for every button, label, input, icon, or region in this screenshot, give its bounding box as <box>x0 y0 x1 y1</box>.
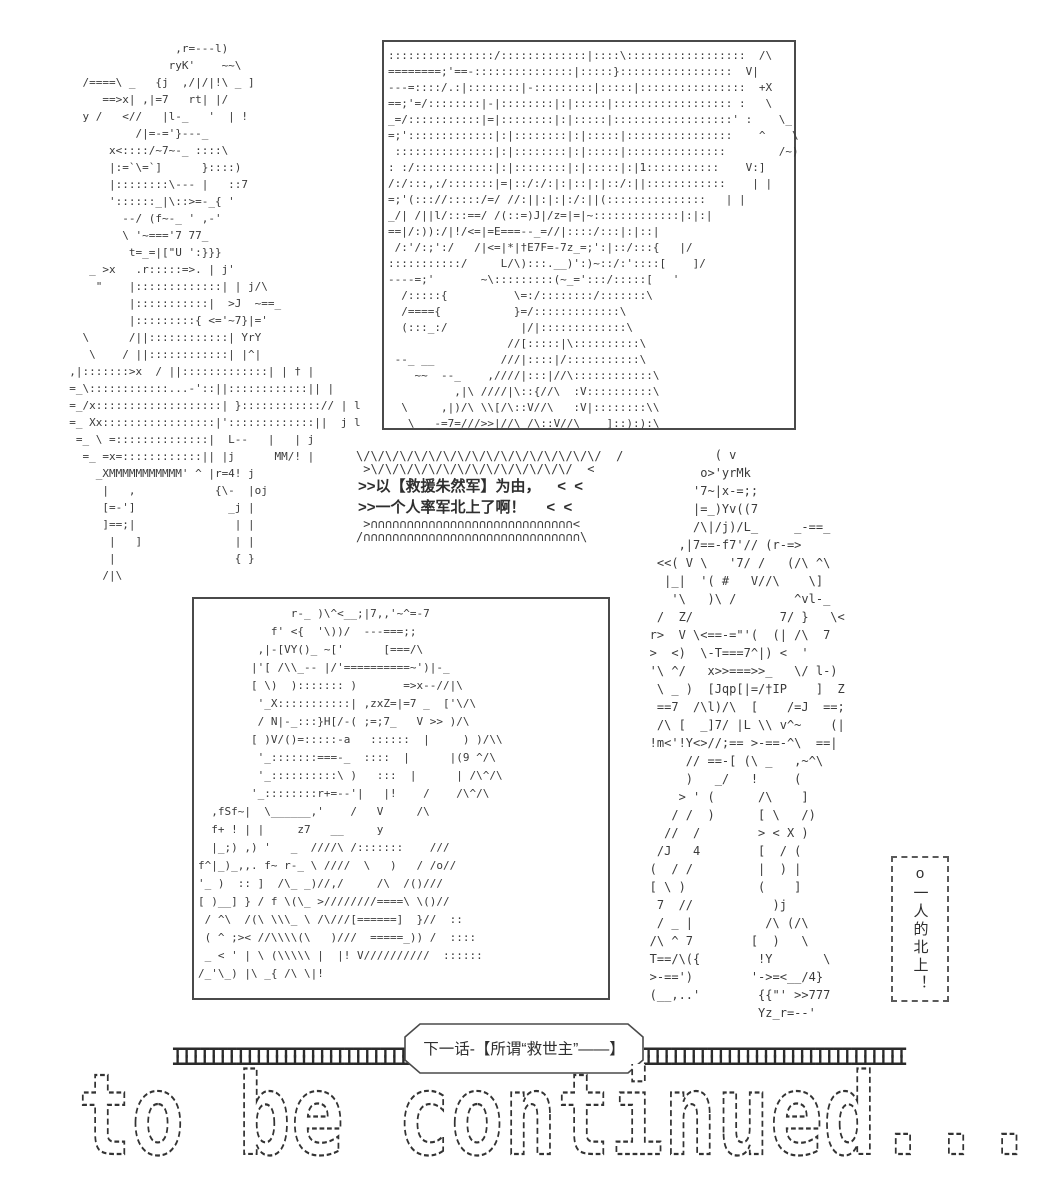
aa-left-figure: ,r=---l) ryK' ~~\ /====\ _ {j ,/|/|!\ _ … <box>69 42 361 582</box>
bubble-text-line2: >>一个人率军北上了啊！ < < <box>358 499 573 516</box>
bubble-text-line1: >>以【救援朱然军】为由， < < <box>358 478 584 495</box>
next-episode-bubble: 下一话-【所谓“救世主”——】 <box>404 1023 644 1074</box>
bubble-scallop-bottom: >∩∩∩∩∩∩∩∩∩∩∩∩∩∩∩∩∩∩∩∩∩∩∩∩∩∩∩∩< /∩∩∩∩∩∩∩∩… <box>356 517 588 544</box>
to-be-continued-text: to be continued... <box>78 1064 1036 1178</box>
next-episode-label: 下一话-【所谓“救世主”——】 <box>423 1040 625 1058</box>
vertical-caption-text: o一人的北上！ <box>911 865 929 993</box>
octagon-outline <box>404 1023 644 1074</box>
bubble-scallop-top: \/\/\/\/\/\/\/\/\/\/\/\/\/\/\/\/\/ / >\/… <box>356 449 624 476</box>
shout-bubble: \/\/\/\/\/\/\/\/\/\/\/\/\/\/\/\/\/ / >\/… <box>356 450 656 544</box>
aa-rain-scene: ::::::::::::::::/:::::::::::::|::::\::::… <box>388 49 799 430</box>
aa-camp-scene: r-_ )\^<__;|7,,'~^=-7 f' <{ '\))/ ---===… <box>198 607 503 980</box>
rail-track-right: ┳┳┳┳┳┳┳┳┳┳┳┳┳┳┳┳┳┳┳┳┳┳┳┳┳┳┳┳┳ ┻┻┻┻┻┻┻┻┻┻… <box>644 1040 906 1073</box>
rain-scene-panel: ::::::::::::::::/:::::::::::::|::::\::::… <box>382 40 799 430</box>
camp-scene-panel: r-_ )\^<__;|7,,'~^=-7 f' <{ '\))/ ---===… <box>192 597 610 1000</box>
to-be-continued-banner: to be continued... <box>77 1064 1037 1178</box>
vertical-caption-box: o一人的北上！ <box>891 856 949 1002</box>
aa-armored-figure: ( v o>'yrMk '7~|x-=;; |=_)Yv((7 /\|/j)/L… <box>649 448 845 1020</box>
